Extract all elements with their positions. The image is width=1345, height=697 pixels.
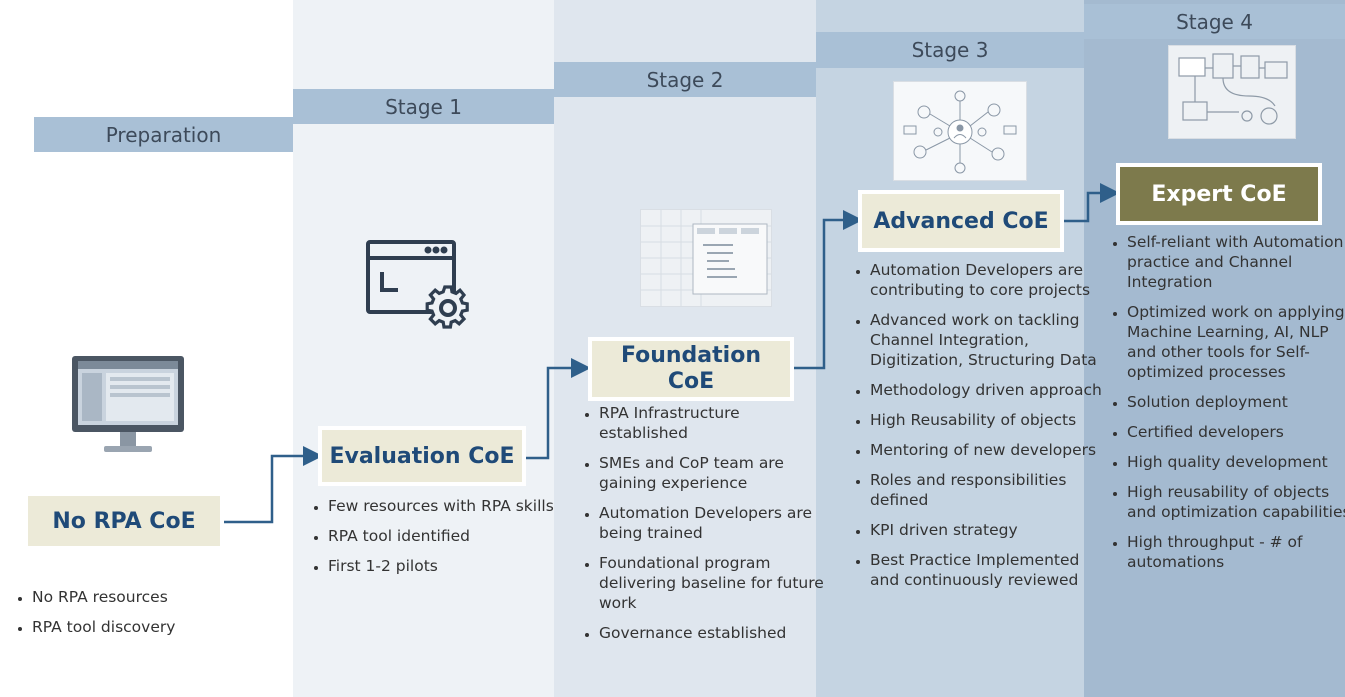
list-item: Certified developers	[1127, 422, 1345, 442]
list-item: Automation Developers are being trained	[599, 503, 831, 543]
no-rpa-coe-box: No RPA CoE	[24, 492, 224, 550]
stage4-label: Stage 4	[1084, 4, 1345, 39]
list-item: High reusability of objects and optimiza…	[1127, 482, 1345, 522]
foundation-coe-line1: Foundation	[620, 343, 761, 368]
list-item: High throughput - # of automations	[1127, 532, 1345, 572]
monitor-icon	[62, 352, 194, 460]
preparation-bullets: No RPA resources RPA tool discovery	[10, 587, 302, 647]
list-item: Self-reliant with Automation practice an…	[1127, 232, 1345, 292]
foundation-coe-box: Foundation CoE	[588, 337, 794, 401]
list-item: Advanced work on tackling Channel Integr…	[870, 310, 1102, 370]
list-item: Few resources with RPA skills	[328, 496, 558, 516]
stage1-label: Stage 1	[293, 89, 554, 124]
settings-window-icon	[360, 238, 482, 338]
list-item: Governance established	[599, 623, 831, 643]
network-icon	[893, 81, 1027, 181]
stage1-bullets: Few resources with RPA skills RPA tool i…	[306, 496, 558, 586]
stage3-label: Stage 3	[816, 32, 1084, 68]
list-item: Solution deployment	[1127, 392, 1345, 412]
stage4-bullets: Self-reliant with Automation practice an…	[1105, 232, 1345, 582]
foundation-coe-line2: CoE	[667, 369, 715, 394]
workflow-icon	[1168, 45, 1296, 139]
list-item: High quality development	[1127, 452, 1345, 472]
list-item: No RPA resources	[32, 587, 302, 607]
list-item: Automation Developers are contributing t…	[870, 260, 1102, 300]
advanced-coe-box: Advanced CoE	[858, 190, 1064, 252]
list-item: RPA tool discovery	[32, 617, 302, 637]
stage-preparation-label: Preparation	[34, 117, 293, 152]
list-item: First 1-2 pilots	[328, 556, 558, 576]
list-item: High Reusability of objects	[870, 410, 1102, 430]
stage2-label: Stage 2	[554, 62, 816, 97]
list-item: Optimized work on applying Machine Learn…	[1127, 302, 1345, 382]
list-item: Best Practice Implemented and continuous…	[870, 550, 1102, 590]
evaluation-coe-box: Evaluation CoE	[318, 426, 526, 486]
list-item: KPI driven strategy	[870, 520, 1102, 540]
stage3-bullets: Automation Developers are contributing t…	[848, 260, 1102, 600]
list-item: Roles and responsibilities defined	[870, 470, 1102, 510]
expert-coe-box: Expert CoE	[1116, 163, 1322, 225]
list-item: Foundational program delivering baseline…	[599, 553, 831, 613]
list-item: Mentoring of new developers	[870, 440, 1102, 460]
list-item: Methodology driven approach	[870, 380, 1102, 400]
diagram-screenshot-icon	[640, 209, 772, 307]
stage2-bullets: RPA Infrastructure established SMEs and …	[577, 403, 831, 653]
list-item: SMEs and CoP team are gaining experience	[599, 453, 831, 493]
list-item: RPA tool identified	[328, 526, 558, 546]
list-item: RPA Infrastructure established	[599, 403, 831, 443]
